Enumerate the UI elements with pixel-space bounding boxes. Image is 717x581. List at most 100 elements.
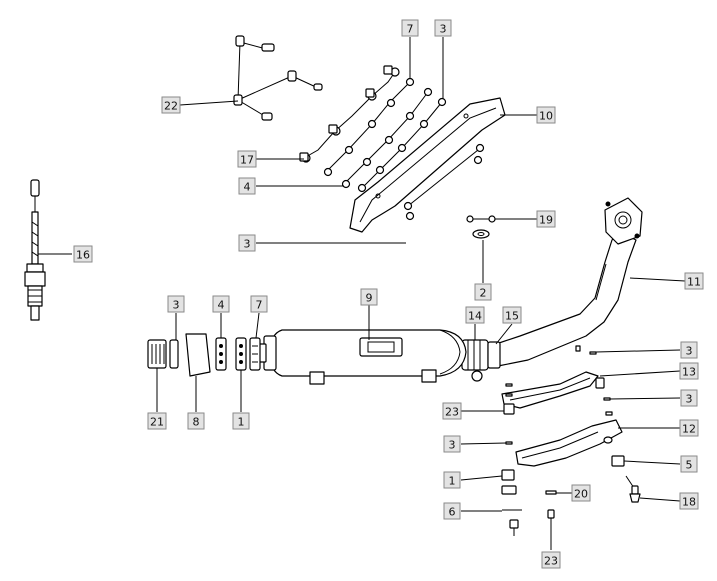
callout-c21: 21 bbox=[147, 412, 167, 430]
callout-number: 22 bbox=[164, 100, 178, 113]
callout-box bbox=[443, 502, 461, 520]
callout-box bbox=[250, 295, 268, 313]
callout-c23-mid: 23 bbox=[442, 402, 462, 420]
callout-box bbox=[502, 306, 522, 324]
callout-c7-top: 7 bbox=[401, 19, 419, 37]
callout-c1-mid: 1 bbox=[443, 471, 461, 489]
callout-c4-upper: 4 bbox=[238, 177, 256, 195]
callout-box bbox=[680, 455, 698, 473]
callout-box bbox=[679, 492, 699, 510]
callout-box bbox=[212, 295, 230, 313]
callout-box bbox=[680, 389, 698, 407]
callout-number: 7 bbox=[407, 23, 414, 36]
callout-number: 4 bbox=[244, 181, 251, 194]
callout-box bbox=[161, 96, 181, 114]
callout-c4-left: 4 bbox=[212, 295, 230, 313]
callout-number: 1 bbox=[238, 416, 245, 429]
callout-box bbox=[442, 402, 462, 420]
callout-number: 3 bbox=[440, 23, 447, 36]
callout-box bbox=[536, 210, 556, 228]
callout-number: 4 bbox=[218, 299, 225, 312]
heat-shield-part bbox=[349, 97, 506, 233]
callout-number: 13 bbox=[682, 366, 696, 379]
callout-box bbox=[167, 295, 185, 313]
tail-end-parts bbox=[147, 333, 261, 377]
callout-number: 12 bbox=[682, 423, 696, 436]
callout-c19: 19 bbox=[536, 210, 556, 228]
callout-box bbox=[541, 551, 561, 569]
callout-c17: 17 bbox=[237, 150, 257, 168]
callout-c23-bottom: 23 bbox=[541, 551, 561, 569]
callout-box bbox=[434, 19, 452, 37]
callout-box bbox=[465, 306, 485, 324]
callout-box bbox=[147, 412, 167, 430]
callout-number: 14 bbox=[468, 310, 482, 323]
clamp-collar-parts bbox=[461, 339, 501, 382]
callout-c3-shield: 3 bbox=[238, 234, 256, 252]
small-fasteners bbox=[501, 345, 641, 536]
callout-c11: 11 bbox=[684, 272, 704, 290]
callout-number: 23 bbox=[445, 406, 459, 419]
callout-box bbox=[73, 245, 93, 263]
callout-c7-left: 7 bbox=[250, 295, 268, 313]
bracket-part bbox=[501, 371, 605, 409]
callout-number: 18 bbox=[682, 496, 696, 509]
callout-box bbox=[474, 283, 492, 301]
mounting-bolts-part bbox=[233, 35, 323, 121]
callout-number: 3 bbox=[686, 393, 693, 406]
callout-c2: 2 bbox=[474, 283, 492, 301]
callout-box bbox=[679, 362, 699, 380]
callout-box bbox=[187, 412, 205, 430]
callout-number: 23 bbox=[544, 555, 558, 568]
callout-box bbox=[684, 272, 704, 290]
callout-c20: 20 bbox=[571, 484, 591, 502]
callout-c9: 9 bbox=[360, 288, 378, 306]
callout-number: 11 bbox=[687, 276, 701, 289]
callout-box bbox=[238, 234, 256, 252]
callout-c3-top: 3 bbox=[434, 19, 452, 37]
callout-c5: 5 bbox=[680, 455, 698, 473]
callout-c22: 22 bbox=[161, 96, 181, 114]
callout-c8: 8 bbox=[187, 412, 205, 430]
callout-box bbox=[679, 419, 699, 437]
callout-number: 21 bbox=[150, 416, 164, 429]
callout-box bbox=[443, 471, 461, 489]
callout-box bbox=[536, 106, 556, 124]
muffler-part bbox=[257, 329, 467, 385]
callout-number: 2 bbox=[480, 287, 487, 300]
callout-number: 10 bbox=[539, 110, 553, 123]
heat-shield-fasteners bbox=[299, 65, 447, 193]
callout-box bbox=[232, 412, 250, 430]
callout-box bbox=[360, 288, 378, 306]
callout-c16: 16 bbox=[73, 245, 93, 263]
callout-number: 3 bbox=[173, 299, 180, 312]
lower-pipe-part bbox=[515, 419, 623, 467]
callout-number: 20 bbox=[574, 488, 588, 501]
callout-c1-left: 1 bbox=[232, 412, 250, 430]
callout-number: 9 bbox=[366, 292, 373, 305]
callout-c3-left: 3 bbox=[167, 295, 185, 313]
callout-number: 6 bbox=[449, 506, 456, 519]
callout-box bbox=[237, 150, 257, 168]
callout-box bbox=[680, 341, 698, 359]
callout-box bbox=[238, 177, 256, 195]
header-pipe-part bbox=[495, 197, 643, 367]
callout-box bbox=[401, 19, 419, 37]
callout-number: 5 bbox=[686, 459, 693, 472]
callout-c13: 13 bbox=[679, 362, 699, 380]
callout-c14: 14 bbox=[465, 306, 485, 324]
leader-lines bbox=[38, 37, 686, 550]
callout-c18: 18 bbox=[679, 492, 699, 510]
callout-number: 17 bbox=[240, 154, 254, 167]
callout-box bbox=[443, 435, 461, 453]
callout-box bbox=[571, 484, 591, 502]
callout-number: 16 bbox=[76, 249, 90, 262]
callout-c12: 12 bbox=[679, 419, 699, 437]
callout-number: 1 bbox=[449, 475, 456, 488]
callout-number: 7 bbox=[256, 299, 263, 312]
callout-c3-mid: 3 bbox=[443, 435, 461, 453]
oxygen-sensor-part bbox=[24, 179, 46, 321]
callout-number: 19 bbox=[539, 214, 553, 227]
